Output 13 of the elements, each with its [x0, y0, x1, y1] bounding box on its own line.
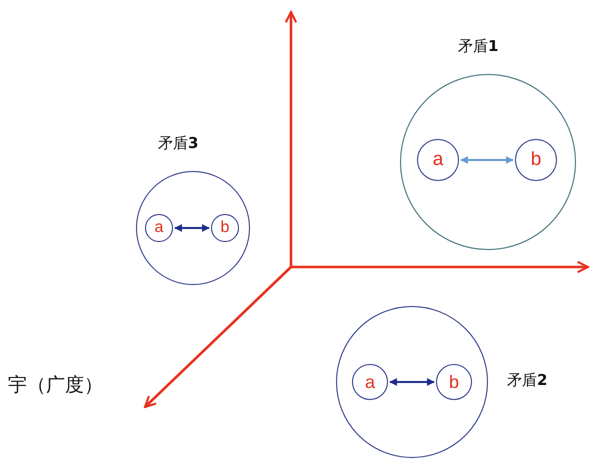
circle-node: b [211, 214, 239, 242]
double-arrow [174, 224, 210, 232]
circle-node: a [417, 139, 459, 181]
double-arrow [460, 156, 514, 164]
axis-label: 宇（广度） [8, 373, 103, 398]
double-arrow [389, 378, 435, 386]
circle-heading: 矛盾2 [507, 371, 548, 390]
circle-heading: 矛盾1 [458, 37, 498, 56]
circle-node: b [436, 364, 472, 400]
circle-node: b [515, 139, 557, 181]
circle-node: a [352, 364, 388, 400]
circle-heading: 矛盾3 [158, 134, 198, 153]
circle-node: a [145, 214, 173, 242]
